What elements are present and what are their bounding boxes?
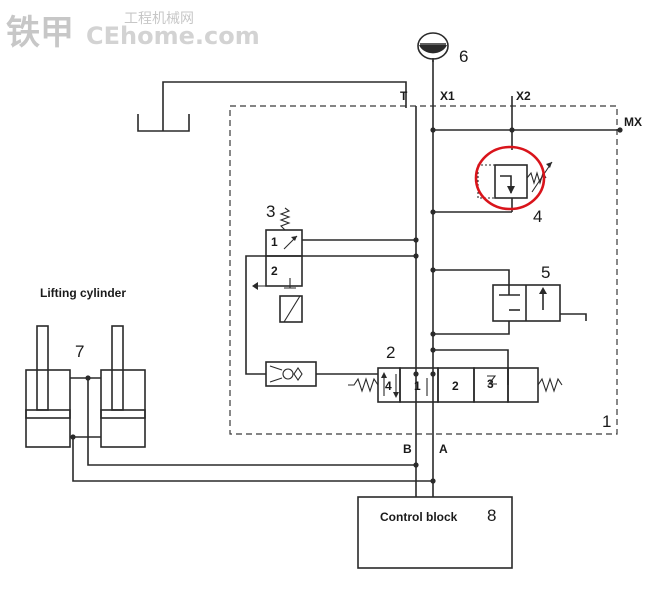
- valve2-pos-1: 1: [414, 379, 421, 393]
- port-b: B: [403, 442, 412, 456]
- component-8-label: 8: [487, 506, 496, 525]
- component-6-label: 6: [459, 47, 468, 66]
- shuttle-valve: [265, 361, 378, 387]
- accumulator: [417, 32, 449, 62]
- component-2-label: 2: [386, 343, 395, 362]
- watermark-site-cn: 工程机械网: [124, 11, 194, 27]
- valve2-pos-4: 4: [385, 379, 392, 393]
- watermark-site-en: CEhome.com: [86, 22, 260, 50]
- tank-symbol: [137, 81, 407, 132]
- component-7-label: 7: [75, 342, 84, 361]
- valve2-pos-2: 2: [452, 379, 459, 393]
- lifting-cylinder-label: Lifting cylinder: [40, 286, 126, 300]
- valve3-pos-2: 2: [271, 264, 278, 278]
- control-block: [357, 496, 513, 569]
- solenoid-valve: [245, 207, 419, 375]
- port-a: A: [439, 442, 448, 456]
- watermark-brand: 铁甲: [6, 13, 74, 53]
- port-x1: X1: [440, 89, 455, 103]
- component-3-label: 3: [266, 202, 275, 221]
- system-boundary: [229, 105, 618, 435]
- directional-valve: [348, 347, 563, 403]
- watermark: 铁甲 工程机械网 CEhome.com: [6, 11, 260, 53]
- control-block-label: Control block: [380, 510, 458, 524]
- relief-valve: [430, 130, 553, 215]
- valve2-pos-3: 3: [487, 377, 494, 391]
- lifting-cylinders: [25, 325, 436, 484]
- port-mx: MX: [624, 115, 642, 129]
- port-t: T: [400, 89, 408, 103]
- component-4-label: 4: [533, 207, 542, 226]
- highlight-circle: [474, 145, 546, 211]
- pressure-switch: [430, 267, 587, 337]
- component-1-label: 1: [602, 412, 611, 431]
- component-5-label: 5: [541, 263, 550, 282]
- port-x2: X2: [516, 89, 531, 103]
- valve3-pos-1: 1: [271, 235, 278, 249]
